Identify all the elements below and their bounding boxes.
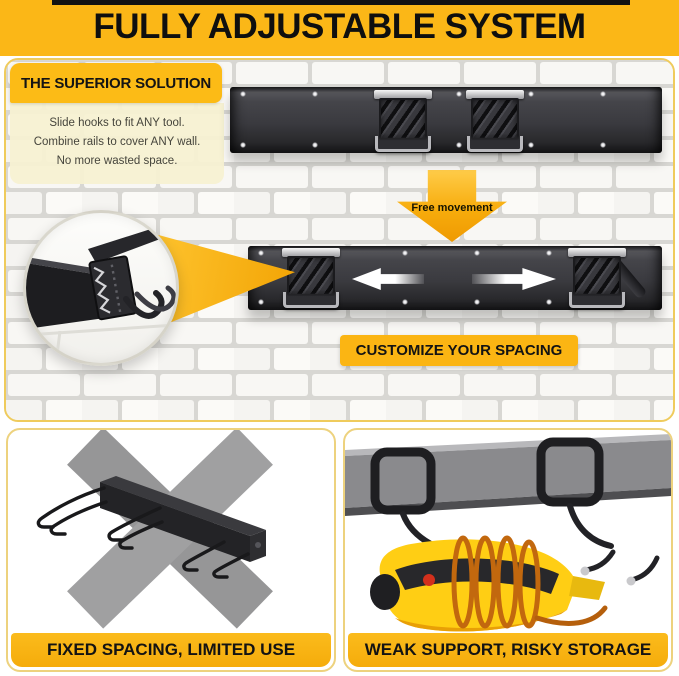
slide-hook — [374, 90, 432, 152]
banner-top-bar — [52, 0, 630, 5]
weak-rack-illustration — [345, 434, 671, 632]
adjustable-system-panel: THE SUPERIOR SOLUTION Slide hooks to fit… — [4, 58, 675, 422]
screw-row — [258, 299, 652, 305]
hook-top-bar — [466, 90, 524, 99]
superior-solution-label: THE SUPERIOR SOLUTION — [10, 63, 222, 103]
slide-hook — [282, 248, 340, 308]
hook-plate — [573, 256, 621, 296]
right-arrow-icon — [472, 268, 556, 290]
hook-plate — [379, 98, 427, 140]
free-movement-label: Free movement — [411, 202, 493, 215]
slide-hook — [568, 248, 626, 308]
screw-row — [258, 250, 652, 256]
fixed-spacing-caption: FIXED SPACING, LIMITED USE — [11, 633, 331, 667]
solution-line: Combine rails to cover ANY wall. — [33, 135, 201, 148]
solution-line: Slide hooks to fit ANY tool. — [49, 117, 185, 129]
customize-spacing-label: CUSTOMIZE YOUR SPACING — [340, 335, 578, 366]
tool-rail-top — [230, 87, 662, 153]
hook-top-bar — [282, 248, 340, 257]
hook-top-bar — [374, 90, 432, 99]
hook-top-bar — [568, 248, 626, 257]
hook-bracket — [283, 292, 339, 308]
screw-row — [240, 142, 652, 148]
weak-support-panel: WEAK SUPPORT, RISKY STORAGE — [343, 428, 673, 672]
hook-bracket — [569, 292, 625, 308]
header-banner: FULLY ADJUSTABLE SYSTEM — [0, 0, 679, 56]
solution-description: Slide hooks to fit ANY tool. Combine rai… — [10, 103, 224, 184]
slide-hook — [466, 90, 524, 152]
crossed-out-fixed-rack — [36, 430, 273, 629]
hook-plate — [471, 98, 519, 140]
fixed-spacing-panel: FIXED SPACING, LIMITED USE — [6, 428, 336, 672]
hook-bracket — [375, 136, 431, 152]
screw-row — [240, 91, 652, 97]
page-title: FULLY ADJUSTABLE SYSTEM — [93, 7, 586, 46]
hook-plate — [287, 256, 335, 296]
weak-support-caption: WEAK SUPPORT, RISKY STORAGE — [348, 633, 668, 667]
hook-bracket — [467, 136, 523, 152]
magnifier-circle — [23, 210, 179, 366]
solution-line: No more wasted space. — [56, 154, 178, 167]
hook-detail-illustration — [26, 221, 176, 363]
left-arrow-icon — [352, 268, 424, 290]
tool-rail-bottom — [248, 246, 662, 310]
